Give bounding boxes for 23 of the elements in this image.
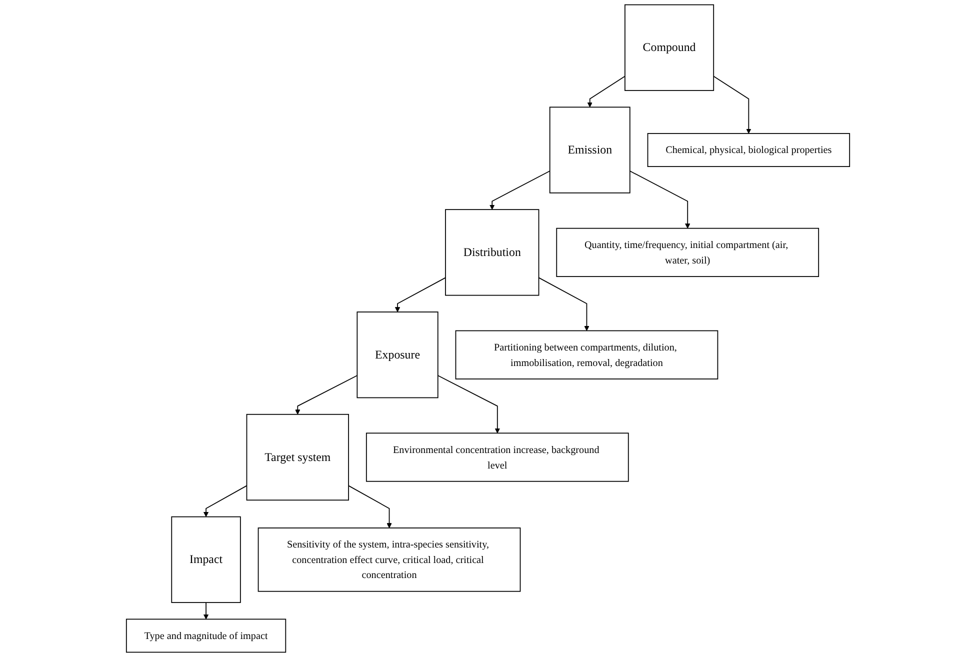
node-box: Type and magnitude of impact [126,618,286,653]
arrow [713,76,752,134]
node-box: Chemical, physical, biological properties [647,133,850,167]
node-box: Distribution [445,209,540,296]
arrow [587,76,626,108]
arrow [203,602,209,620]
arrow [295,375,358,415]
node-box: Compound [624,4,714,91]
node-box: Quantity, time/frequency, initial compartment (air, water, soil) [556,228,820,277]
arrow [629,170,690,229]
arrow [203,485,248,518]
node-box: Partitioning between compartments, dilution, immobilisation, removal, degradation [455,330,718,380]
node-box: Sensitivity of the system, intra-species sensitivity, concentration effect curve, critical load, critical concentration [258,528,521,592]
arrow [394,277,446,312]
node-box: Impact [171,516,241,603]
arrow [538,277,590,331]
arrow [348,485,392,528]
node-box: Environmental concentration increase, background level [366,432,629,482]
arrow [490,170,550,210]
arrow [437,375,500,434]
node-box: Emission [549,106,630,194]
node-box: Target system [246,414,349,501]
node-box: Exposure [356,312,438,398]
